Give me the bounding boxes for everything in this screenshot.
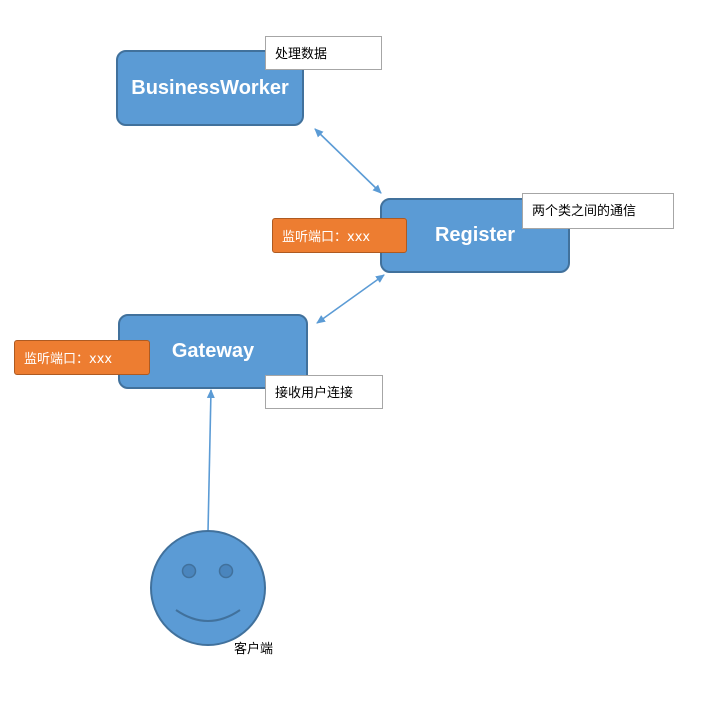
businessworker-node[interactable]: BusinessWorker	[116, 50, 304, 126]
smiley-left-eye	[181, 563, 197, 579]
register-note: 两个类之间的通信	[522, 193, 674, 229]
businessworker-note: 处理数据	[265, 36, 382, 70]
register-port-label: 监听端口：xxx	[272, 218, 407, 253]
client-label: 客户端	[234, 642, 274, 657]
gateway-node[interactable]: Gateway	[118, 314, 308, 389]
gateway-port-label: 监听端口：xxx	[14, 340, 150, 375]
arrow-client-gateway	[206, 389, 215, 533]
arrow-businessworker-register	[314, 128, 382, 194]
smiley-face	[150, 530, 266, 646]
smiley-mouth	[175, 609, 241, 622]
arrow-register-gateway	[316, 274, 385, 324]
gateway-note: 接收用户连接	[265, 375, 383, 409]
smiley-right-eye	[218, 563, 234, 579]
client-smiley-icon	[150, 530, 266, 646]
